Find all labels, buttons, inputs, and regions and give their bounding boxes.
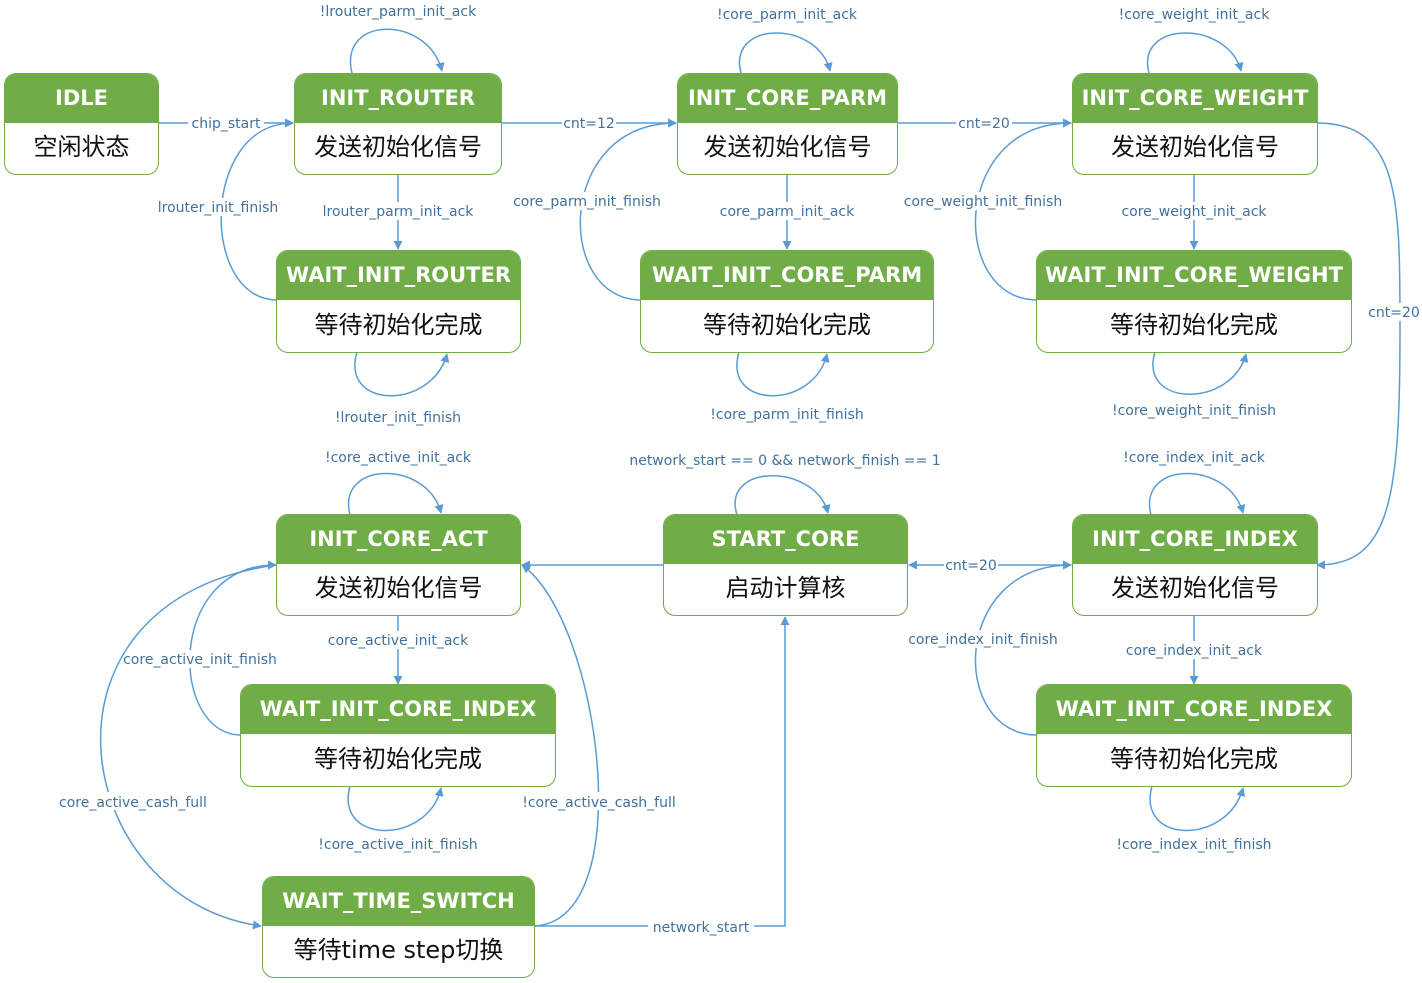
state-idle: IDLE 空闲状态 [4,73,159,175]
state-init-core-weight: INIT_CORE_WEIGHT 发送初始化信号 [1072,73,1318,175]
edge-core-weight-finish-self [1152,351,1249,395]
state-title: WAIT_TIME_SWITCH [263,877,534,926]
label-router-parm-ack-self: !lrouter_parm_init_ack [320,4,477,20]
state-init-core-parm: INIT_CORE_PARM 发送初始化信号 [677,73,898,175]
state-desc: 发送初始化信号 [703,133,872,161]
state-desc: 等待初始化完成 [314,311,483,339]
label-cnt20-b: cnt=20 [1368,305,1420,321]
edge-core-weight-ack-self [1146,32,1244,74]
label-core-weight-ack-self: !core_weight_init_ack [1119,7,1271,23]
state-desc: 启动计算核 [725,574,846,602]
label-core-active-cash-full: core_active_cash_full [59,795,207,811]
state-desc: 等待初始化完成 [1110,311,1278,339]
label-core-index-finish: core_index_init_finish [908,632,1058,648]
label-router-init-finish: lrouter_init_finish [158,200,279,216]
state-start-core: START_CORE 启动计算核 [663,514,908,616]
state-wait-init-router: WAIT_INIT_ROUTER 等待初始化完成 [276,250,521,353]
label-core-active-ack-self: !core_active_init_ack [325,450,472,466]
label-core-active-finish: core_active_init_finish [123,652,277,668]
state-wait-time-switch: WAIT_TIME_SWITCH 等待time step切换 [262,876,535,978]
state-init-router: INIT_ROUTER 发送初始化信号 [294,73,502,175]
label-core-index-finish-self: !core_index_init_finish [1116,837,1271,853]
label-core-parm-finish-self: !core_parm_init_finish [710,407,863,423]
edge-core-index-finish [974,560,1072,736]
label-core-weight-finish-self: !core_weight_init_finish [1112,403,1276,419]
state-init-core-index: INIT_CORE_INDEX 发送初始化信号 [1072,514,1318,616]
edge-core-parm-ack-self [738,32,833,74]
edge-core-active-cash-full-not [521,564,600,927]
state-title: WAIT_INIT_CORE_INDEX [241,685,555,734]
label-core-weight-ack: core_weight_init_ack [1121,204,1267,220]
label-network-start-self: network_start == 0 && network_finish == … [629,453,940,469]
label-core-parm-ack: core_parm_init_ack [720,204,855,220]
edge-core-parm-finish-self [736,351,830,397]
state-init-core-act: INIT_CORE_ACT 发送初始化信号 [276,514,521,616]
state-title: START_CORE [664,515,907,564]
edge-core-index-finish-self [1149,785,1246,832]
state-title: WAIT_INIT_CORE_PARM [641,251,933,300]
edge-cnt20-b [1316,122,1401,570]
label-cnt12: cnt=12 [563,116,615,132]
edge-core-active-cash-full [100,564,277,930]
state-desc: 等待初始化完成 [703,311,871,339]
label-chip-start: chip_start [192,116,261,132]
state-desc: 等待初始化完成 [314,745,482,773]
state-desc: 发送初始化信号 [314,574,483,602]
state-title: INIT_CORE_ACT [277,515,520,564]
state-desc: 发送初始化信号 [1111,133,1279,161]
edge-core-active-ack-self [347,472,444,516]
label-router-init-finish-self: !lrouter_init_finish [335,410,461,426]
state-desc: 发送初始化信号 [1111,574,1279,602]
label-core-index-ack-self: !core_index_init_ack [1123,450,1266,466]
edge-network-start-self [734,475,831,516]
label-core-active-ack: core_active_init_ack [328,633,469,649]
state-desc: 空闲状态 [33,133,130,161]
edge-core-active-finish-self [347,785,444,832]
state-wait-init-core-weight: WAIT_INIT_CORE_WEIGHT 等待初始化完成 [1036,250,1352,353]
state-title: INIT_CORE_WEIGHT [1073,74,1317,123]
label-network-start: network_start [653,920,750,936]
state-wait-init-core-act: WAIT_INIT_CORE_INDEX 等待初始化完成 [240,684,556,787]
edge-core-weight-finish [974,118,1072,301]
label-core-weight-finish: core_weight_init_finish [904,194,1062,210]
state-title: INIT_CORE_INDEX [1073,515,1317,564]
edge-core-index-ack-self [1148,472,1246,516]
state-title: WAIT_INIT_ROUTER [277,251,520,300]
label-core-index-ack: core_index_init_ack [1126,643,1263,659]
state-title: IDLE [5,74,158,123]
state-title: INIT_CORE_PARM [678,74,897,123]
label-cnt20-c: cnt=20 [945,558,997,574]
label-core-parm-finish: core_parm_init_finish [513,194,661,210]
state-wait-init-core-index: WAIT_INIT_CORE_INDEX 等待初始化完成 [1036,684,1352,787]
state-desc: 等待time step切换 [293,936,504,964]
edge-router-parm-ack-self [349,28,445,74]
state-title: INIT_ROUTER [295,74,501,123]
edge-core-parm-finish [579,118,677,301]
label-router-parm-ack: lrouter_parm_init_ack [323,204,475,220]
state-wait-init-core-parm: WAIT_INIT_CORE_PARM 等待初始化完成 [640,250,934,353]
label-core-parm-ack-self: !core_parm_init_ack [717,7,858,23]
state-desc: 等待初始化完成 [1110,745,1278,773]
label-core-active-finish-self: !core_active_init_finish [318,837,477,853]
edge-network-start [535,616,790,927]
label-core-active-cash-full-not: !core_active_cash_full [522,795,676,811]
edge-router-init-finish-self [354,351,450,397]
state-desc: 发送初始化信号 [314,133,482,161]
state-title: WAIT_INIT_CORE_INDEX [1037,685,1351,734]
label-cnt20-a: cnt=20 [958,116,1010,132]
state-title: WAIT_INIT_CORE_WEIGHT [1037,251,1351,300]
